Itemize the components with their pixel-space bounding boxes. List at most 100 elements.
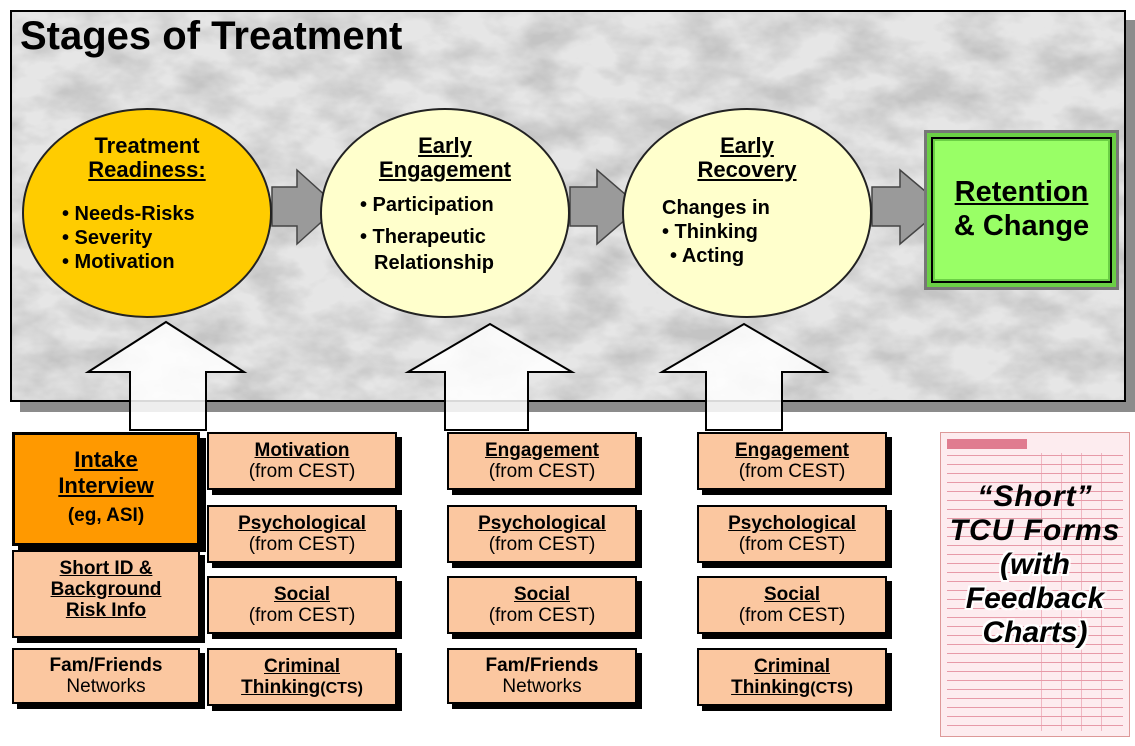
- intake-interview-box: Intake Interview (eg, ASI): [12, 432, 200, 546]
- box-title: Engagement: [484, 440, 600, 461]
- form-header-bar: [947, 439, 1027, 449]
- form-column-line: [1101, 453, 1102, 731]
- form-label-line: Feedback: [965, 582, 1105, 615]
- stage-heading-line: Early: [720, 133, 774, 158]
- form-rule-line: [947, 536, 1123, 537]
- stage-heading: Treatment Readiness:: [24, 134, 270, 182]
- stage-intro: Changes in: [662, 197, 770, 219]
- box-subtitle: (from CEST): [248, 534, 356, 555]
- form-rule-line: [947, 590, 1123, 591]
- stage-bullets: Changes in • Thinking • Acting: [662, 196, 770, 268]
- box-title: Thinking: [241, 677, 321, 698]
- form-rule-line: [947, 635, 1123, 636]
- engagement-box: Engagement (from CEST): [697, 432, 887, 490]
- box-title: Interview: [58, 473, 154, 498]
- box-title: Social: [274, 584, 330, 605]
- criminal-thinking-box: Criminal Thinking(CTS): [207, 648, 397, 706]
- box-title: Social: [514, 584, 570, 605]
- bullet-item: • Motivation: [62, 251, 175, 273]
- box-subtitle: (from CEST): [248, 605, 356, 626]
- box-subtitle: (from CEST): [738, 534, 846, 555]
- box-title: Fam/Friends: [485, 655, 599, 676]
- arrow-right-icon: [271, 168, 340, 246]
- box-title: Fam/Friends: [49, 655, 163, 676]
- stage-early-engagement: Early Engagement • Participation • Thera…: [320, 108, 570, 318]
- form-label-line: “Short”: [977, 480, 1093, 513]
- form-rule-line: [947, 473, 1123, 474]
- stage-heading: Early Recovery: [624, 134, 870, 182]
- box-title: Short ID &: [59, 558, 153, 579]
- form-label: “Short” TCU Forms (with Feedback Charts): [935, 480, 1135, 650]
- outcome-line: & Change: [953, 210, 1090, 242]
- form-label-line: (with: [1000, 548, 1070, 581]
- box-subtitle: Networks: [66, 676, 146, 697]
- background-risk-box: Short ID & Background Risk Info: [12, 550, 200, 638]
- social-box: Social (from CEST): [207, 576, 397, 634]
- bullet-item: • Thinking: [662, 221, 758, 243]
- outcome-box: Retention & Change: [924, 130, 1119, 290]
- psychological-box: Psychological (from CEST): [207, 505, 397, 563]
- form-rule-line: [947, 509, 1123, 510]
- form-thumbnail-image: [940, 432, 1130, 737]
- box-subtitle: (from CEST): [488, 534, 596, 555]
- form-rule-line: [947, 599, 1123, 600]
- form-rule-line: [947, 455, 1123, 456]
- form-rule-line: [947, 644, 1123, 645]
- box-title: Intake: [74, 447, 138, 472]
- stage-treatment-readiness: Treatment Readiness: • Needs-Risks • Sev…: [22, 108, 272, 318]
- arrow-right-icon: [871, 168, 946, 246]
- form-label-line: TCU Forms: [949, 514, 1121, 547]
- box-suffix: (CTS): [810, 680, 853, 697]
- box-subtitle: (from CEST): [248, 461, 356, 482]
- box-subtitle: (from CEST): [738, 461, 846, 482]
- form-rule-line: [947, 518, 1123, 519]
- form-rule-line: [947, 716, 1123, 717]
- box-title: Psychological: [238, 513, 366, 534]
- box-title: Motivation: [254, 440, 350, 461]
- box-title: Criminal: [263, 656, 341, 677]
- stage-heading-line: Treatment: [94, 133, 200, 158]
- outcome-line: Retention: [954, 176, 1089, 208]
- form-rule-line: [947, 572, 1123, 573]
- stage-heading-line: Readiness:: [88, 157, 206, 182]
- form-rule-line: [947, 680, 1123, 681]
- form-rule-line: [947, 671, 1123, 672]
- form-rule-line: [947, 662, 1123, 663]
- form-rule-line: [947, 554, 1123, 555]
- social-box: Social (from CEST): [697, 576, 887, 634]
- form-rule-line: [947, 707, 1123, 708]
- stage-heading-line: Recovery: [697, 157, 797, 182]
- motivation-box: Motivation (from CEST): [207, 432, 397, 490]
- box-title: Criminal: [753, 656, 831, 677]
- up-arrow-icon: [658, 322, 830, 431]
- engagement-box: Engagement (from CEST): [447, 432, 637, 490]
- bullet-item: • Therapeutic: [360, 226, 486, 248]
- form-label-line: Charts): [982, 616, 1088, 649]
- box-title: Background: [50, 579, 162, 600]
- stage-heading-line: Engagement: [378, 157, 512, 182]
- form-rule-line: [947, 698, 1123, 699]
- stage-bullets: • Needs-Risks • Severity • Motivation: [62, 202, 195, 274]
- networks-box: Fam/Friends Networks: [12, 648, 200, 704]
- form-rule-line: [947, 545, 1123, 546]
- form-column-line: [1041, 453, 1042, 731]
- bullet-item: • Needs-Risks: [62, 203, 195, 225]
- form-rule-line: [947, 689, 1123, 690]
- psychological-box: Psychological (from CEST): [697, 505, 887, 563]
- form-rule-line: [947, 626, 1123, 627]
- criminal-thinking-box: Criminal Thinking(CTS): [697, 648, 887, 706]
- bullet-item: • Participation: [360, 194, 494, 216]
- box-subtitle: (from CEST): [738, 605, 846, 626]
- stage-early-recovery: Early Recovery Changes in • Thinking • A…: [622, 108, 872, 318]
- form-column-line: [1061, 453, 1062, 731]
- form-column-line: [1081, 453, 1082, 731]
- arrow-right-icon: [569, 168, 642, 246]
- form-rule-line: [947, 491, 1123, 492]
- form-rule-line: [947, 500, 1123, 501]
- box-title: Thinking: [731, 677, 811, 698]
- psychological-box: Psychological (from CEST): [447, 505, 637, 563]
- box-title: Engagement: [734, 440, 850, 461]
- box-title: Risk Info: [65, 600, 147, 621]
- box-title: Psychological: [728, 513, 856, 534]
